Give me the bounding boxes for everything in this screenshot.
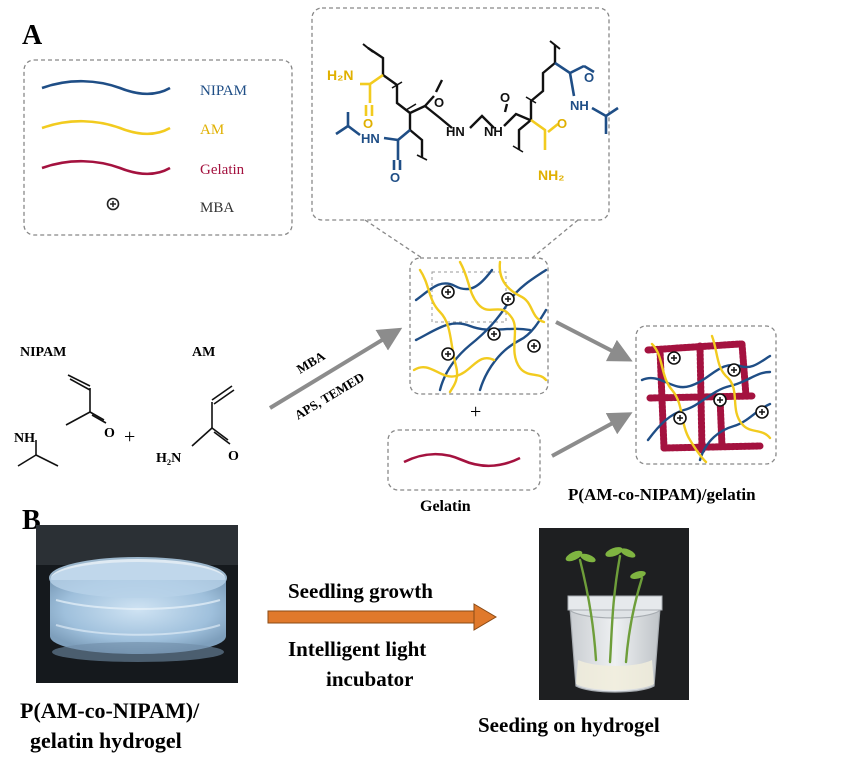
nipam-o-left: O xyxy=(390,170,400,185)
crosslink-structure: H₂N O O HN NH O O NH O NH₂ O HN xyxy=(311,7,619,221)
nipam-nh: NH xyxy=(14,431,35,446)
nipam-o: O xyxy=(104,426,115,441)
arrow-label-seedling: Seedling growth xyxy=(288,579,433,603)
arrow-label-aps: APS, TEMED xyxy=(292,369,367,422)
arrow-label-incubator-line2: incubator xyxy=(326,667,414,691)
seedling-photo xyxy=(539,528,689,700)
hydrogel-caption-line1: P(AM-co-NIPAM)/ xyxy=(20,698,200,723)
nipam-nh-right: NH xyxy=(570,98,589,113)
nipam-molecule xyxy=(17,374,107,467)
legend-gelatin-label: Gelatin xyxy=(200,162,245,178)
legend-mba-label: MBA xyxy=(200,200,234,216)
am-molecule xyxy=(191,385,235,447)
growth-arrow xyxy=(267,603,497,631)
product-network xyxy=(635,325,777,465)
hydrogel-photo xyxy=(36,525,238,683)
legend-gelatin-line xyxy=(41,159,171,176)
legend-am-label: AM xyxy=(200,122,224,138)
product-label: P(AM-co-NIPAM)/gelatin xyxy=(568,485,756,504)
reactant-am-name: AM xyxy=(192,345,215,360)
network-to-product-arrow xyxy=(555,320,633,362)
nipam-o-right: O xyxy=(584,70,594,85)
gelatin-to-product-arrow xyxy=(551,412,633,458)
legend-mba-icon xyxy=(106,197,120,211)
zoom-line-left xyxy=(364,219,423,259)
am-o-right: O xyxy=(557,116,567,131)
legend-am-line xyxy=(41,119,171,136)
network-plus: + xyxy=(470,401,481,423)
reaction-arrow xyxy=(268,327,403,410)
hydrogel-caption-line2: gelatin hydrogel xyxy=(30,728,182,753)
am-h2n: H₂N xyxy=(156,451,181,466)
mba-hn: HN xyxy=(446,124,465,139)
nipam-hn-left: HN xyxy=(361,131,380,146)
seedling-caption: Seeding on hydrogel xyxy=(478,713,660,737)
mba-o-left: O xyxy=(434,95,444,110)
zoom-line-right xyxy=(531,219,579,259)
am-nh2-left: H₂N xyxy=(327,67,353,83)
legend-nipam-label: NIPAM xyxy=(200,83,247,99)
am-o: O xyxy=(228,449,239,464)
gelatin-box xyxy=(387,429,541,491)
am-o-left: O xyxy=(363,116,373,131)
reactant-plus: + xyxy=(124,426,135,448)
reactant-nipam-name: NIPAM xyxy=(20,345,66,360)
copolymer-network xyxy=(409,257,549,395)
mba-nh: NH xyxy=(484,124,503,139)
mba-o-right: O xyxy=(500,90,510,105)
am-nh2-right: NH₂ xyxy=(538,167,564,183)
panel-a-label: A xyxy=(22,20,43,51)
gelatin-label: Gelatin xyxy=(420,498,471,515)
legend-nipam-line xyxy=(41,79,171,96)
legend: NIPAM AM Gelatin MBA xyxy=(23,59,293,236)
arrow-label-mba: MBA xyxy=(294,348,328,377)
arrow-label-incubator-line1: Intelligent light xyxy=(288,637,426,661)
